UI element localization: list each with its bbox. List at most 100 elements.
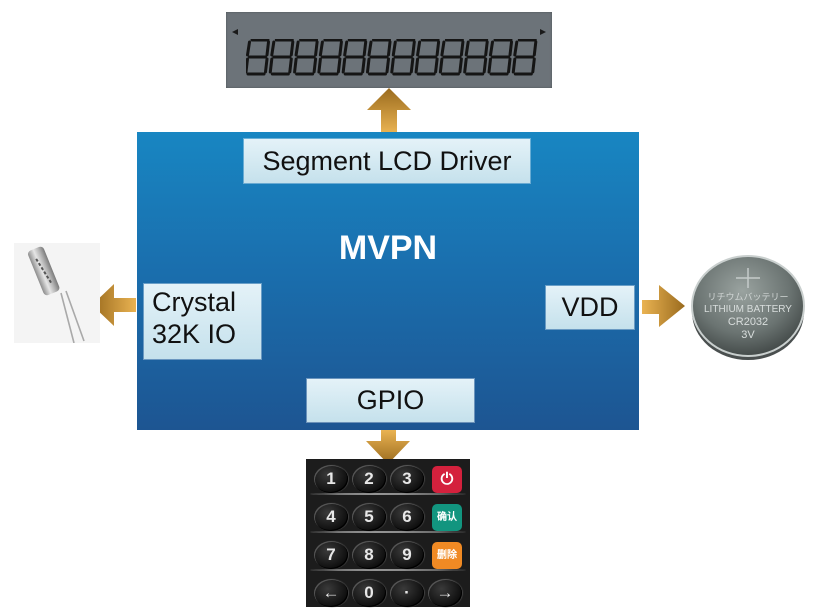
keypad-divider (310, 531, 466, 533)
key-9[interactable]: 9 (390, 541, 424, 569)
lcd-segment (367, 40, 373, 57)
lcd-segment (268, 57, 274, 74)
crystal-icon (28, 246, 85, 344)
battery-icon: リチウムバッテリー LITHIUM BATTERY CR2032 3V (691, 255, 805, 360)
lcd-segment (343, 40, 349, 57)
key-5[interactable]: 5 (352, 503, 386, 531)
key-7[interactable]: 7 (314, 541, 348, 569)
arrow-to-keypad (366, 430, 410, 464)
lcd-segment (293, 57, 298, 74)
coin-cell-battery-image: リチウムバッテリー LITHIUM BATTERY CR2032 3V (690, 252, 806, 367)
lcd-segment (390, 57, 395, 74)
arrow-to-battery (642, 285, 686, 327)
lcd-segment (463, 57, 468, 74)
mcu-title: MVPN (338, 229, 438, 267)
lcd-segment (487, 57, 492, 74)
lcd-digit (487, 39, 513, 76)
lcd-segment (264, 57, 269, 74)
arrow-to-crystal (92, 284, 136, 326)
lcd-segment (318, 40, 324, 57)
lcd-digits (246, 39, 538, 76)
lcd-segment (440, 40, 446, 57)
lcd-segment (438, 57, 444, 74)
lcd-segment (484, 40, 489, 57)
crystal-label-line1: Crystal (152, 287, 237, 317)
lcd-segment (361, 57, 366, 74)
confirm-button[interactable]: 确认 (432, 504, 462, 531)
lcd-digit (317, 39, 343, 76)
lcd-digit (511, 39, 538, 76)
lcd-segment (459, 40, 465, 57)
lcd-left-indicator-icon (232, 29, 238, 35)
lcd-segment (411, 40, 416, 57)
lcd-segment (507, 57, 512, 74)
battery-lithium-text: LITHIUM BATTERY (704, 304, 792, 315)
lcd-segment (414, 57, 420, 74)
lcd-segment (312, 57, 318, 74)
key-1[interactable]: 1 (314, 465, 348, 493)
lcd-segment (317, 57, 322, 74)
crystal-label-line2: 32K IO (152, 319, 237, 350)
segment-lcd-display (226, 12, 552, 88)
lcd-segment (294, 40, 300, 57)
key-4[interactable]: 4 (314, 503, 348, 531)
gpio-label: GPIO (307, 379, 474, 422)
lcd-segment (416, 40, 422, 57)
left-arrow-key[interactable]: ← (314, 579, 348, 607)
vdd-label: VDD (546, 286, 634, 329)
lcd-segment (482, 57, 488, 74)
lcd-segment (489, 40, 494, 57)
lcd-digit (438, 39, 465, 76)
lcd-digit (268, 39, 295, 76)
lcd-segment (246, 57, 249, 74)
lcd-segment (513, 40, 519, 57)
segment-lcd-driver-label: Segment LCD Driver (244, 139, 530, 183)
key-6[interactable]: 6 (390, 503, 424, 531)
lcd-segment (289, 40, 295, 57)
battery-model-text: CR2032 (728, 316, 768, 328)
lcd-segment (246, 40, 251, 57)
lcd-digit (341, 39, 368, 76)
crystal-32k-io-label: Crystal 32K IO (144, 284, 261, 359)
lcd-segment (434, 57, 439, 74)
lcd-digit (366, 39, 392, 76)
lcd-segment (391, 40, 397, 57)
lcd-segment (288, 57, 293, 74)
lcd-segment (508, 40, 513, 57)
lcd-digit (414, 39, 441, 76)
delete-button[interactable]: 删除 (432, 542, 462, 569)
key-8[interactable]: 8 (352, 541, 386, 569)
lcd-digit (390, 39, 416, 76)
lcd-segment (366, 57, 371, 74)
right-arrow-key[interactable]: → (428, 579, 462, 607)
lcd-segment (464, 40, 470, 57)
crystal-oscillator-image (14, 243, 100, 344)
dot-key[interactable]: · (390, 579, 424, 607)
lcd-segment (362, 40, 368, 57)
lcd-segment (511, 57, 517, 74)
key-0[interactable]: 0 (352, 579, 386, 607)
arrow-to-lcd (367, 88, 411, 133)
key-2[interactable]: 2 (352, 465, 386, 493)
lcd-digit (463, 39, 489, 76)
lcd-segment (338, 40, 343, 57)
lcd-segment (265, 40, 270, 57)
keypad-divider (310, 493, 466, 495)
vdd-text: VDD (561, 292, 619, 322)
lcd-segment (341, 57, 347, 74)
lcd-segment (314, 40, 319, 57)
key-3[interactable]: 3 (390, 465, 424, 493)
battery-voltage-text: 3V (741, 329, 755, 341)
battery-japanese-text: リチウムバッテリー (707, 292, 788, 303)
power-button[interactable]: ⏻ (432, 466, 462, 493)
lcd-segment (336, 57, 342, 74)
lcd-digit (293, 39, 319, 76)
segment-lcd-driver-text: Segment LCD Driver (262, 146, 512, 176)
lcd-segment (531, 57, 536, 74)
lcd-segment (387, 40, 392, 57)
gpio-text: GPIO (356, 385, 425, 415)
lcd-right-indicator-icon (540, 29, 546, 35)
lcd-segment (385, 57, 390, 74)
mvpn-block: Segment LCD Driver MVPN Crystal 32K IO V… (137, 132, 639, 430)
